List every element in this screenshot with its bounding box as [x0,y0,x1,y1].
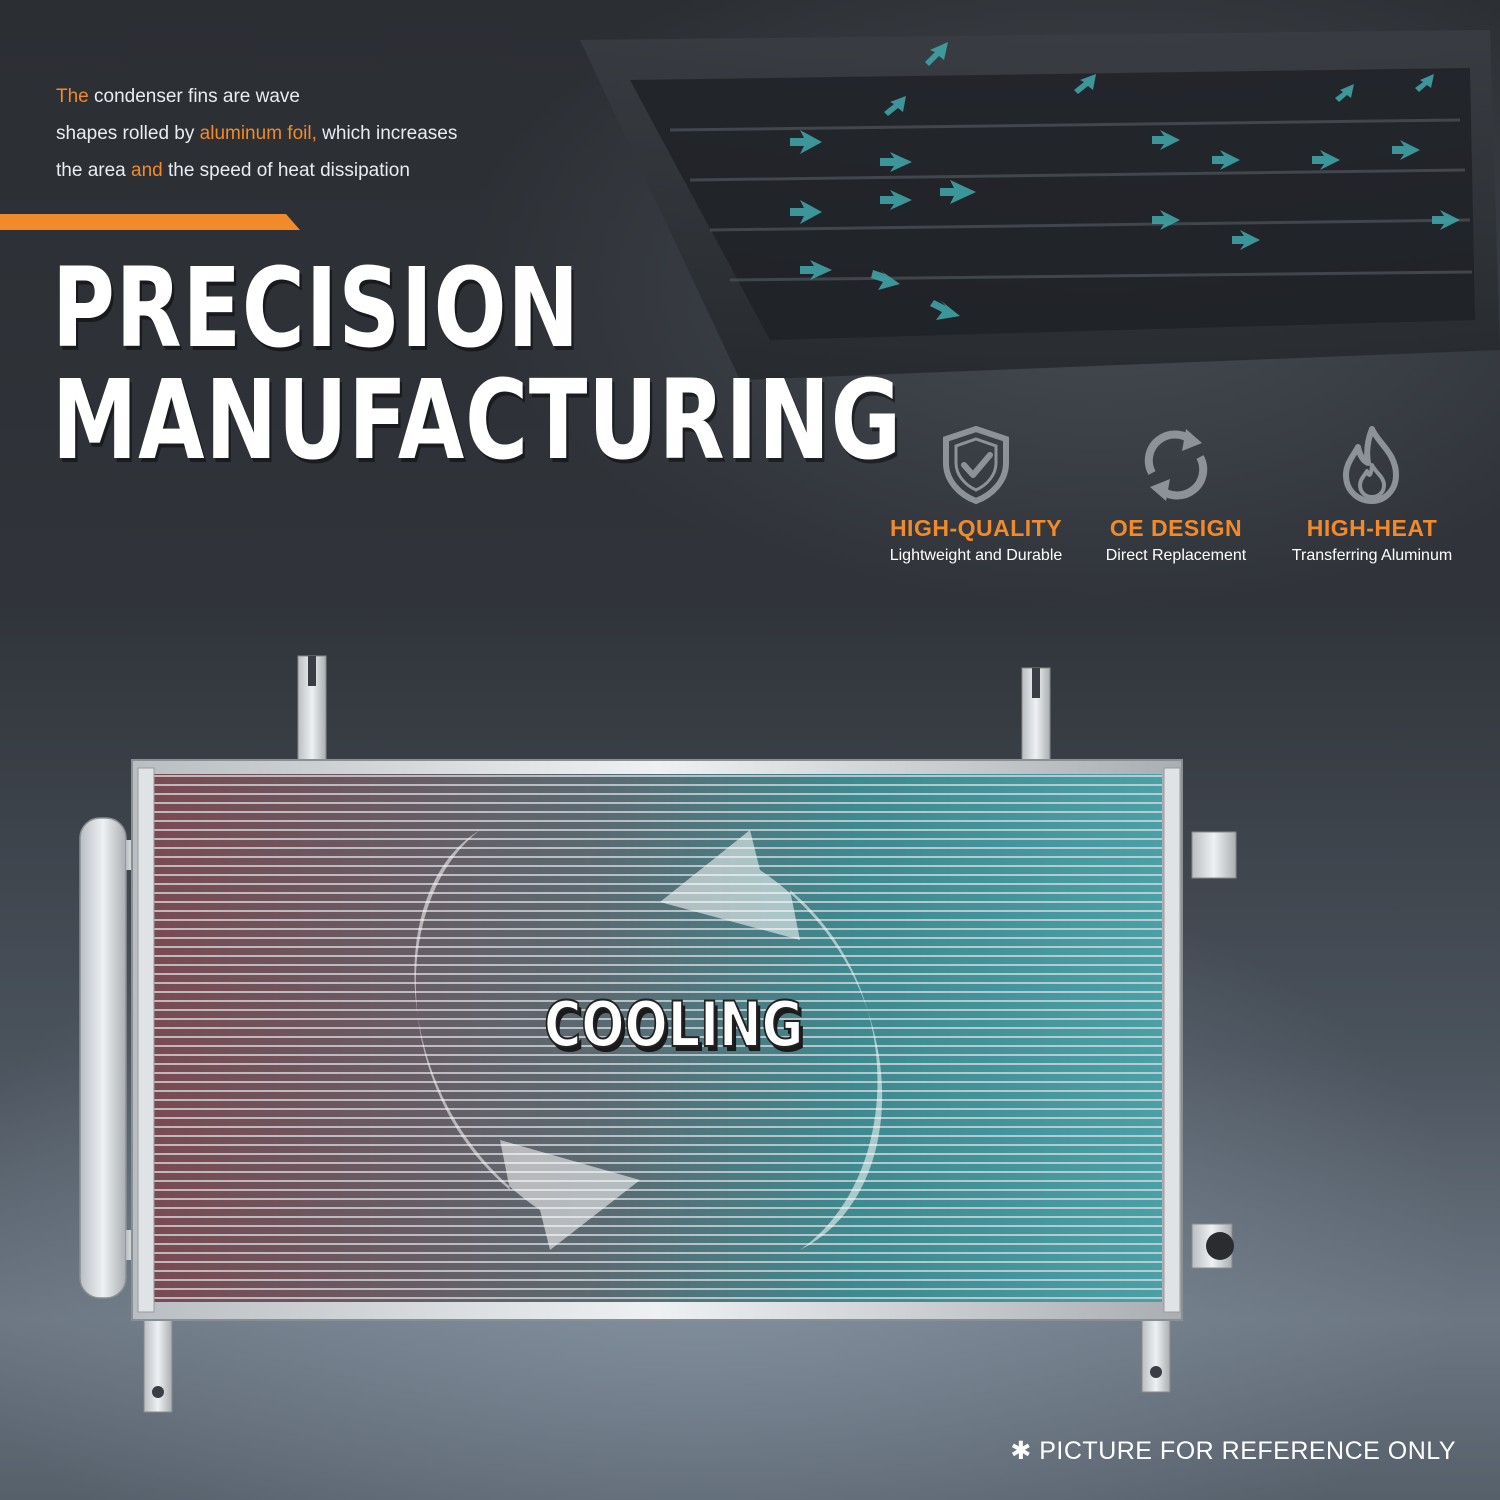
shield-check-icon [943,425,1009,505]
flame-icon [1343,426,1399,504]
disclaimer-text: ✱ PICTURE FOR REFERENCE ONLY [1010,1437,1456,1465]
feature-subtitle: Lightweight and Durable [889,547,1063,564]
intro-line-2: shapes rolled by aluminum foil, which in… [56,123,458,144]
feature-high-quality: HIGH-QUALITY Lightweight and Durable [876,425,1076,565]
feature-title: OE DESIGN [1109,515,1243,541]
intro-line-1: The condenser fins are wave [56,86,300,107]
accent-bar [0,214,300,230]
title-line-2: MANUFACTURING [52,356,902,484]
page-title: PRECISION MANUFACTURING [52,252,902,476]
cooling-label: COOLING [543,987,804,1062]
intro-line-3: the area and the speed of heat dissipati… [56,160,410,181]
refresh-cycle-icon [1144,429,1208,501]
ac-condenser-image [79,655,1237,1413]
title-line-1: PRECISION [52,244,580,372]
feature-subtitle: Direct Replacement [1105,547,1247,564]
feature-high-heat: HIGH-HEAT Transferring Aluminum [1272,425,1472,565]
intro-text: The condenser fins are wave shapes rolle… [56,78,576,189]
feature-subtitle: Transferring Aluminum [1291,547,1453,564]
feature-title: HIGH-QUALITY [889,515,1063,541]
feature-oe-design: OE DESIGN Direct Replacement [1076,425,1276,565]
air-vent-background [580,30,1500,380]
feature-title: HIGH-HEAT [1306,515,1438,541]
